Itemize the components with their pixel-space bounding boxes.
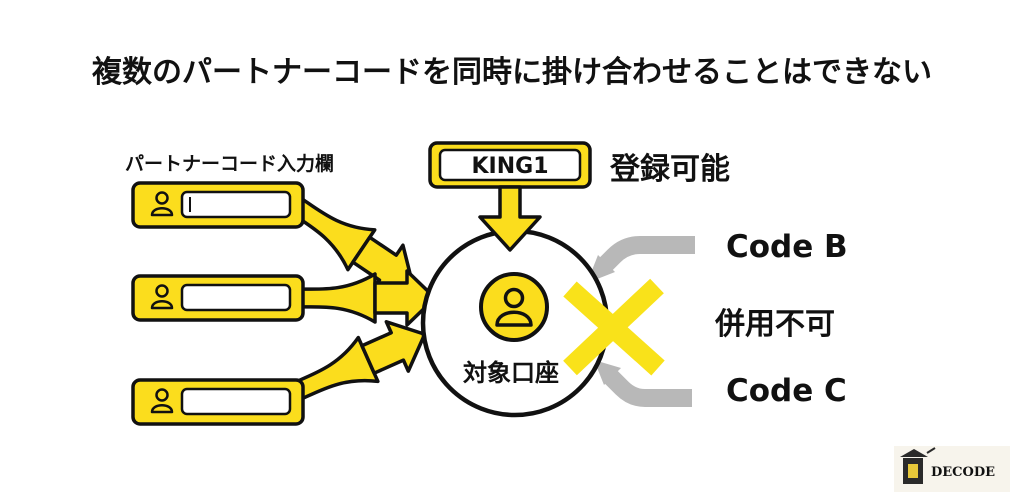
user-icon [479,272,549,342]
registered-status: 登録可能 [609,152,730,187]
blocked-arrow-c [594,360,692,407]
user-icon [150,284,174,310]
funnel-arrow-icon [288,195,415,292]
blocked-status: 併用不可 [714,307,835,342]
input-field [180,283,292,312]
target-account-label: 対象口座 [463,359,559,387]
blocked-code-b: Code B [726,229,848,265]
funnel-arrow-icon [289,320,427,402]
blocked-arrow-b [587,236,695,283]
user-icon [150,388,174,414]
target-account: 対象口座 [420,228,610,418]
brand-watermark: DECODE [894,446,1010,492]
registered-code-text: KING1 [471,154,548,179]
input-field-label: パートナーコード入力欄 [125,152,334,175]
input-box-1 [131,181,305,229]
down-arrow-icon [478,185,542,252]
input-field [180,387,292,416]
input-field [180,190,292,219]
user-icon [150,191,174,217]
registered-code-box: KING1 [428,141,592,189]
funnel-arrow-icon [293,269,437,327]
brand-logo-icon [900,447,936,484]
brand-name: DECODE [931,465,995,480]
input-box-3 [131,378,305,426]
blocked-code-c: Code C [726,373,847,409]
cross-icon [563,278,665,376]
input-box-2 [131,274,305,322]
diagram-title: 複数のパートナーコードを同時に掛け合わせることはできない [92,55,932,90]
